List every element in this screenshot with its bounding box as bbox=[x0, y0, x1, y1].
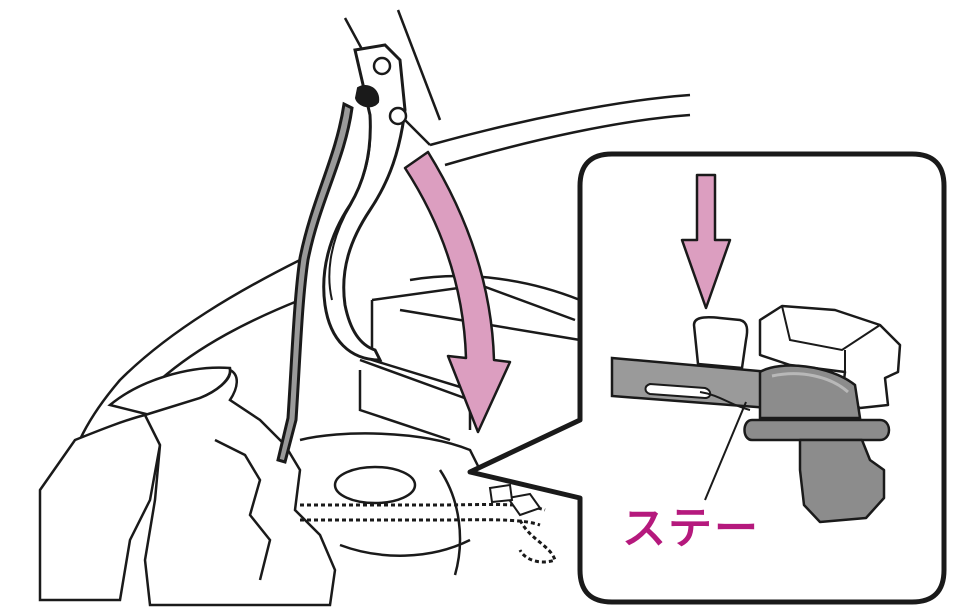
label-leader-line bbox=[704, 401, 747, 501]
hinge-arm bbox=[276, 43, 408, 464]
stay-label: ステー bbox=[622, 503, 760, 554]
hinge-bolt-lower bbox=[388, 106, 408, 126]
harness-clip bbox=[488, 483, 542, 517]
curved-arrow-icon bbox=[403, 150, 512, 434]
harness-dotted-line bbox=[300, 502, 557, 564]
hinge-bolt-top bbox=[372, 56, 392, 76]
gray-clip bbox=[743, 364, 891, 524]
wheelhouse-liner bbox=[299, 432, 482, 576]
push-tab bbox=[692, 316, 749, 370]
wheel-arch bbox=[38, 366, 337, 607]
stay-bracket bbox=[610, 356, 772, 411]
down-arrow-icon bbox=[680, 173, 732, 310]
hinge-pivot bbox=[354, 84, 380, 108]
